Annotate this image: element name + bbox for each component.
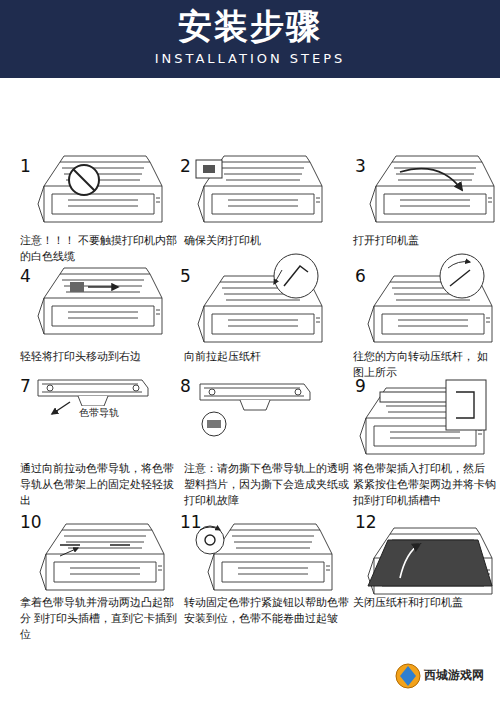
step-caption: 打开打印机盖: [353, 233, 497, 249]
step-number: 3: [355, 156, 366, 176]
step-caption: 轻轻将打印头移动到右边: [20, 349, 178, 365]
step-number: 1: [20, 156, 31, 176]
step-caption: 拿着色带导轨并滑动两边凸起部分 到打印头插槽，直到它卡插到位: [20, 595, 178, 643]
step-number: 9: [355, 376, 366, 396]
step-caption: 通过向前拉动色带导轨，将色带 导轨从色带架上的固定处轻轻拔出: [20, 461, 178, 509]
step-caption: 向前拉起压纸杆: [184, 349, 350, 365]
step-number: 2: [180, 156, 191, 176]
step-caption: 注意！！！ 不要触摸打印机内部的白色线缆: [20, 233, 178, 265]
step-number: 12: [355, 512, 377, 532]
part-label: 色带导轨: [78, 406, 120, 421]
step-number: 11: [180, 512, 202, 532]
step-caption: 注意：请勿撕下色带导轨上的透明 塑料挡片，因为撕下会造成夹纸或 打印机故障: [184, 461, 350, 509]
step-number: 7: [20, 376, 31, 396]
step-caption: 确保关闭打印机: [184, 233, 350, 249]
step-number: 10: [20, 512, 42, 532]
step-caption: 转动固定色带拧紧旋钮以帮助色带 安装到位，色带不能卷曲过起皱: [184, 595, 350, 627]
step-number: 4: [20, 266, 31, 286]
step-number: 8: [180, 376, 191, 396]
step-caption: 往您的方向转动压纸杆， 如图上所示: [353, 349, 497, 381]
step-caption: 关闭压纸杆和打印机盖: [353, 595, 497, 611]
watermark: 西城游戏网: [424, 667, 484, 684]
subtitle: INSTALLATION STEPS: [0, 50, 500, 69]
step-number: 5: [180, 266, 191, 286]
step-caption: 将色带架插入打印机，然后 紧紧按住色带架两边并将卡钩 扣到打印机插槽中: [353, 461, 497, 509]
step-number: 6: [355, 266, 366, 286]
page-title: 安装步骤: [0, 6, 500, 47]
